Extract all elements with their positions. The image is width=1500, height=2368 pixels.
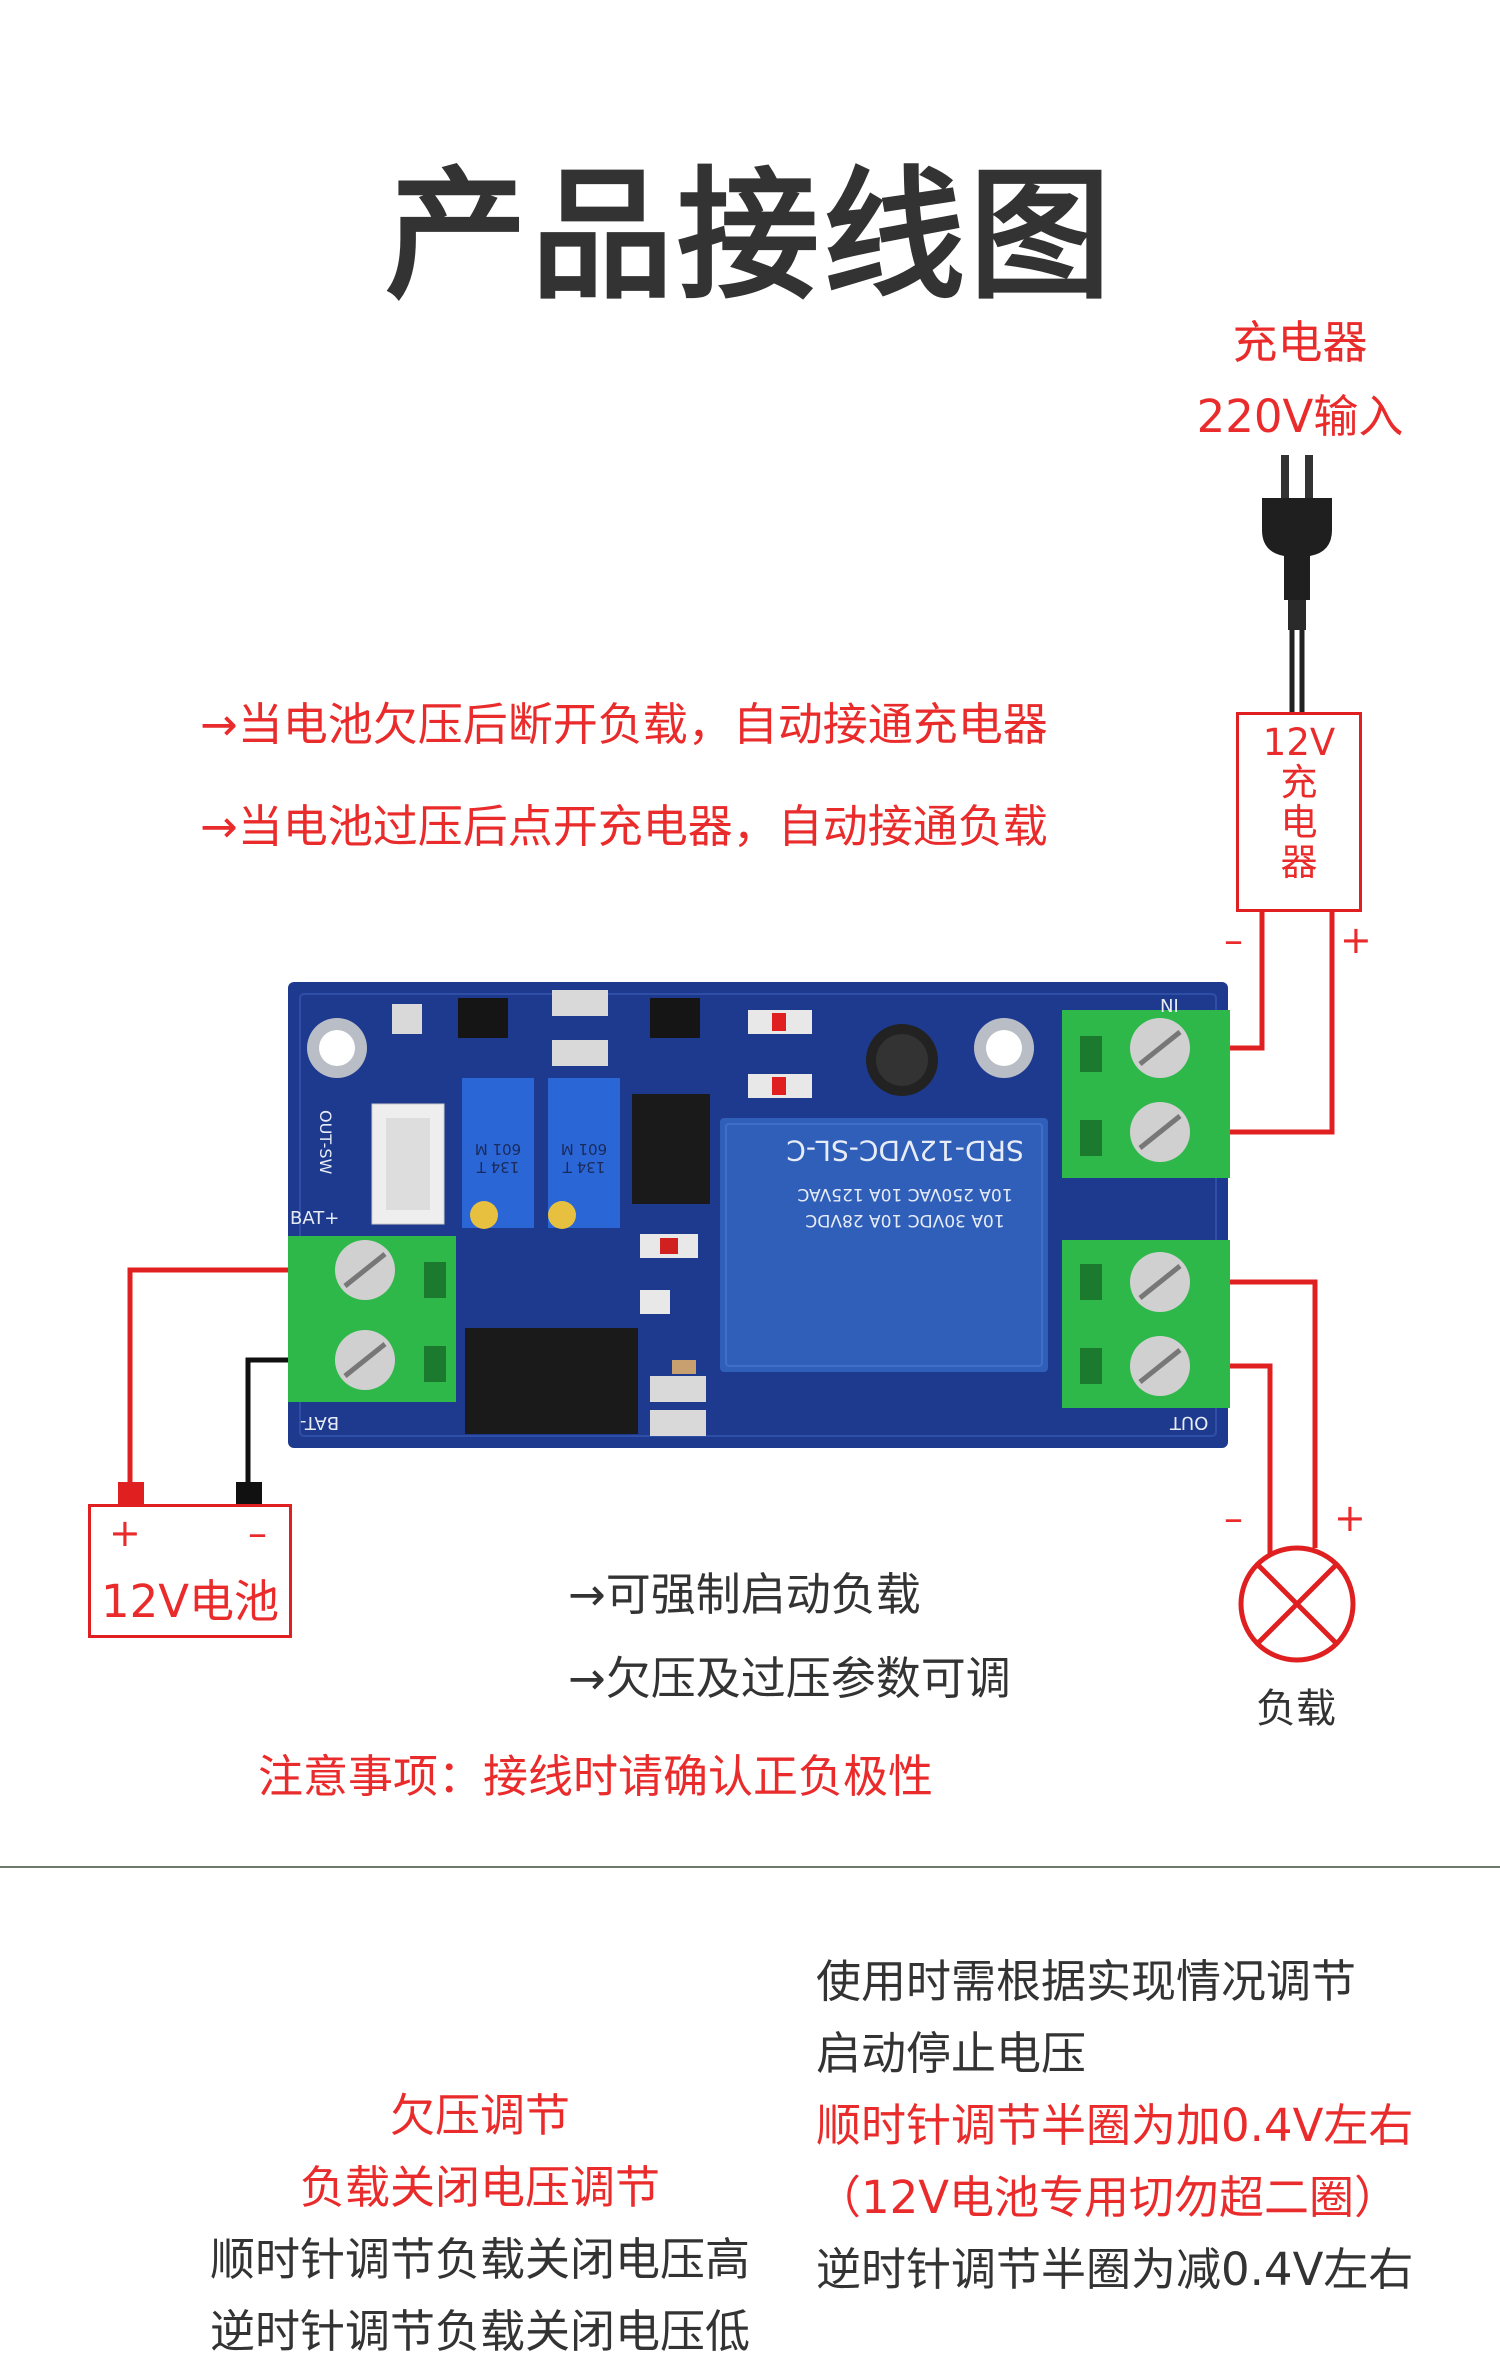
charger-minus: – <box>1224 918 1243 962</box>
battery-minus: – <box>248 1511 267 1555</box>
power-plug-icon <box>1262 455 1332 716</box>
undervoltage-title: 欠压调节 <box>389 2089 570 2142</box>
warning-note: 注意事项：接线时请确认正负极性 <box>258 1750 934 1803</box>
pot-label-right: 134 T 601 M <box>560 1140 608 1176</box>
terminal-block-bat[interactable] <box>288 1236 456 1402</box>
circuit-board <box>288 982 1228 1448</box>
charger-box-voltage: 12V <box>1262 721 1336 764</box>
relay-spec-1: 10A 250VAC 10A 125VAC <box>797 1184 1013 1204</box>
terminal-block-out[interactable] <box>1062 1240 1230 1408</box>
charger-box-char-3: 器 <box>1280 841 1318 884</box>
board-in-label: IN <box>1160 994 1179 1015</box>
note-overvoltage: →当电池过压后点开充电器，自动接通负载 <box>200 800 1048 853</box>
clockwise-desc: 顺时针调节负载关闭电压高 <box>209 2233 750 2286</box>
board-out-label: OUT <box>1170 1412 1209 1433</box>
pot-label-left: 134 T 601 M <box>474 1140 522 1176</box>
usage-line-4: （12V电池专用切勿超二圈） <box>816 2171 1400 2224</box>
section-divider <box>0 1866 1500 1868</box>
charger-box: 12V 充 电 器 <box>1236 712 1362 912</box>
board-bat-plus-label: BAT+ <box>290 1208 340 1229</box>
page-title: 产品接线图 <box>385 154 1115 319</box>
undervoltage-section: 欠压调节 负载关闭电压调节 顺时针调节负载关闭电压高 逆时针调节负载关闭电压低 <box>180 2080 780 2368</box>
feature-force-start: →可强制启动负载 <box>568 1568 921 1621</box>
usage-line-1: 使用时需根据实现情况调节 <box>816 1955 1357 2008</box>
note-undervoltage: →当电池欠压后断开负载，自动接通充电器 <box>200 698 1048 751</box>
lamp-icon <box>1238 1545 1356 1663</box>
load-minus: – <box>1224 1496 1243 1540</box>
usage-section: 使用时需根据实现情况调节 启动停止电压 顺时针调节半圈为加0.4V左右 （12V… <box>816 1946 1500 2306</box>
charger-box-char-1: 充 <box>1280 761 1318 804</box>
relay-spec-2: 10A 30VDC 10A 28VDC <box>805 1210 1005 1230</box>
usage-line-5: 逆时针调节半圈为减0.4V左右 <box>816 2243 1414 2296</box>
relay-model: SRD-12VDC-SL-C <box>786 1134 1024 1167</box>
charger-label: 充电器 <box>1232 316 1368 369</box>
battery-label: 12V电池 <box>100 1575 280 1628</box>
charger-plus: + <box>1340 918 1372 962</box>
load-label: 负载 <box>1256 1686 1336 1732</box>
charger-box-char-2: 电 <box>1280 801 1318 844</box>
battery-plus: + <box>109 1511 141 1555</box>
usage-line-2: 启动停止电压 <box>816 2027 1087 2080</box>
terminal-block-in[interactable] <box>1062 1010 1230 1178</box>
board-bat-minus-label: BAT- <box>300 1412 340 1433</box>
feature-adjustable: →欠压及过压参数可调 <box>568 1652 1011 1705</box>
usage-line-3: 顺时针调节半圈为加0.4V左右 <box>816 2099 1414 2152</box>
charger-input-label: 220V输入 <box>1196 390 1404 443</box>
board-out-sw-label: OUT-SW <box>316 1110 335 1175</box>
counterclockwise-desc: 逆时针调节负载关闭电压低 <box>209 2305 750 2358</box>
load-off-title: 负载关闭电压调节 <box>299 2161 660 2214</box>
load-plus: + <box>1334 1496 1366 1540</box>
battery-box: + – 12V电池 <box>88 1504 292 1638</box>
